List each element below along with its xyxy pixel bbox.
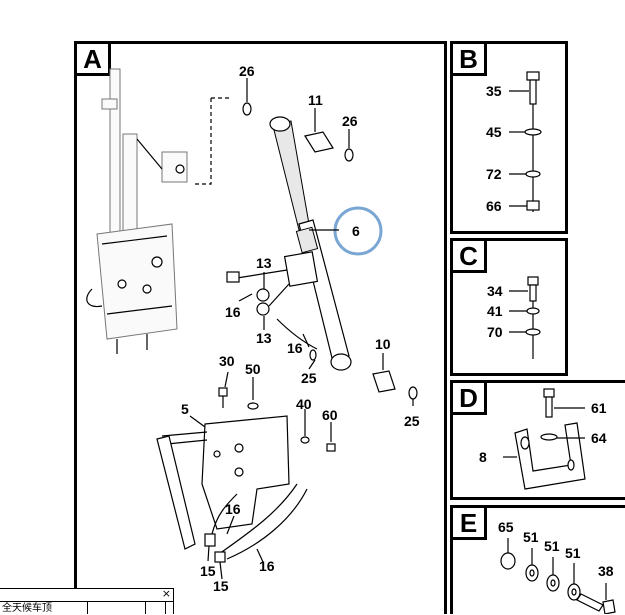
callout-15-bottom: 15 xyxy=(213,578,229,594)
callout-26-right: 26 xyxy=(342,113,358,129)
washer-25-left xyxy=(309,349,317,361)
washer-50 xyxy=(247,402,259,410)
callout-35: 35 xyxy=(486,83,502,99)
callout-13-top: 13 xyxy=(256,255,272,271)
callout-45: 45 xyxy=(486,124,502,140)
panel-d-letter: D xyxy=(453,383,487,415)
callout-6: 6 xyxy=(352,223,360,239)
callout-16-low: 16 xyxy=(225,501,241,517)
callout-16-mid: 16 xyxy=(287,340,303,356)
callout-13-bottom: 13 xyxy=(256,330,272,346)
panel-c-drawing: 34 41 70 xyxy=(487,276,541,359)
callout-30: 30 xyxy=(219,353,235,369)
bushing-10 xyxy=(372,370,396,393)
bottom-table: × 全天候车顶 xyxy=(0,588,174,614)
panel-d-drawing: 61 64 8 xyxy=(479,388,607,490)
callout-72: 72 xyxy=(486,166,502,182)
callout-50: 50 xyxy=(245,361,261,377)
highlight-circle-part-6 xyxy=(333,206,383,256)
callout-10: 10 xyxy=(375,336,391,352)
panel-e: E 65 51 51 51 38 xyxy=(450,505,625,614)
callout-61: 61 xyxy=(591,400,607,416)
panel-a-letter: A xyxy=(77,44,111,76)
callout-51-c: 51 xyxy=(565,545,581,561)
callout-25-left: 25 xyxy=(301,370,317,386)
table-empty-cell xyxy=(146,602,166,614)
cab-pillar-structure xyxy=(86,68,188,354)
callout-38: 38 xyxy=(598,563,614,579)
callout-5: 5 xyxy=(181,401,189,417)
nut-60 xyxy=(326,443,336,452)
washer-26-right xyxy=(344,148,354,162)
callout-66: 66 xyxy=(486,198,502,214)
callout-34: 34 xyxy=(487,283,503,299)
callout-40: 40 xyxy=(296,396,312,412)
callout-60: 60 xyxy=(322,407,338,423)
callout-26-top: 26 xyxy=(239,63,255,79)
table-title-cell: 全天候车顶 xyxy=(0,602,88,614)
panel-b-drawing: 35 45 72 66 xyxy=(486,71,542,214)
bracket-5 xyxy=(201,415,290,530)
fitting-15-right xyxy=(214,551,226,563)
callout-16-left: 16 xyxy=(225,304,241,320)
panel-e-letter: E xyxy=(453,508,487,540)
callout-8: 8 xyxy=(479,449,487,465)
washer-25-right xyxy=(408,386,418,400)
panel-a: A xyxy=(74,41,447,614)
close-icon[interactable]: × xyxy=(161,587,171,600)
valve-block xyxy=(226,251,319,350)
callout-16-bottom: 16 xyxy=(259,558,275,574)
callout-25-right: 25 xyxy=(404,413,420,429)
panel-c-letter: C xyxy=(453,241,487,273)
panel-b: B 35 45 72 66 xyxy=(450,41,568,234)
panel-d: D 61 64 8 xyxy=(450,380,625,500)
panel-e-drawing: 65 51 51 51 38 xyxy=(498,519,616,614)
table-row: 全天候车顶 xyxy=(0,601,173,614)
callout-70: 70 xyxy=(487,324,503,340)
panel-c: C 34 41 70 xyxy=(450,238,568,376)
callout-15-left: 15 xyxy=(200,563,216,579)
washer-40 xyxy=(300,436,310,444)
callout-64: 64 xyxy=(591,430,607,446)
callout-51-b: 51 xyxy=(544,538,560,554)
callout-51-a: 51 xyxy=(523,529,539,545)
dashed-leader xyxy=(192,97,232,185)
u-bracket-8 xyxy=(514,422,586,490)
hose-16-lower xyxy=(218,483,298,555)
panel-a-drawing: 26 11 26 6 13 16 13 16 10 25 25 30 50 5 … xyxy=(86,63,420,594)
fitting-15-left xyxy=(204,533,216,547)
bushing-11 xyxy=(304,131,334,153)
washer-26-top xyxy=(242,102,252,116)
callout-11: 11 xyxy=(308,92,323,108)
table-empty-cell xyxy=(88,602,146,614)
callout-41: 41 xyxy=(487,303,503,319)
bolt-30 xyxy=(218,387,228,397)
callout-65: 65 xyxy=(498,519,514,535)
panel-b-letter: B xyxy=(453,44,487,76)
